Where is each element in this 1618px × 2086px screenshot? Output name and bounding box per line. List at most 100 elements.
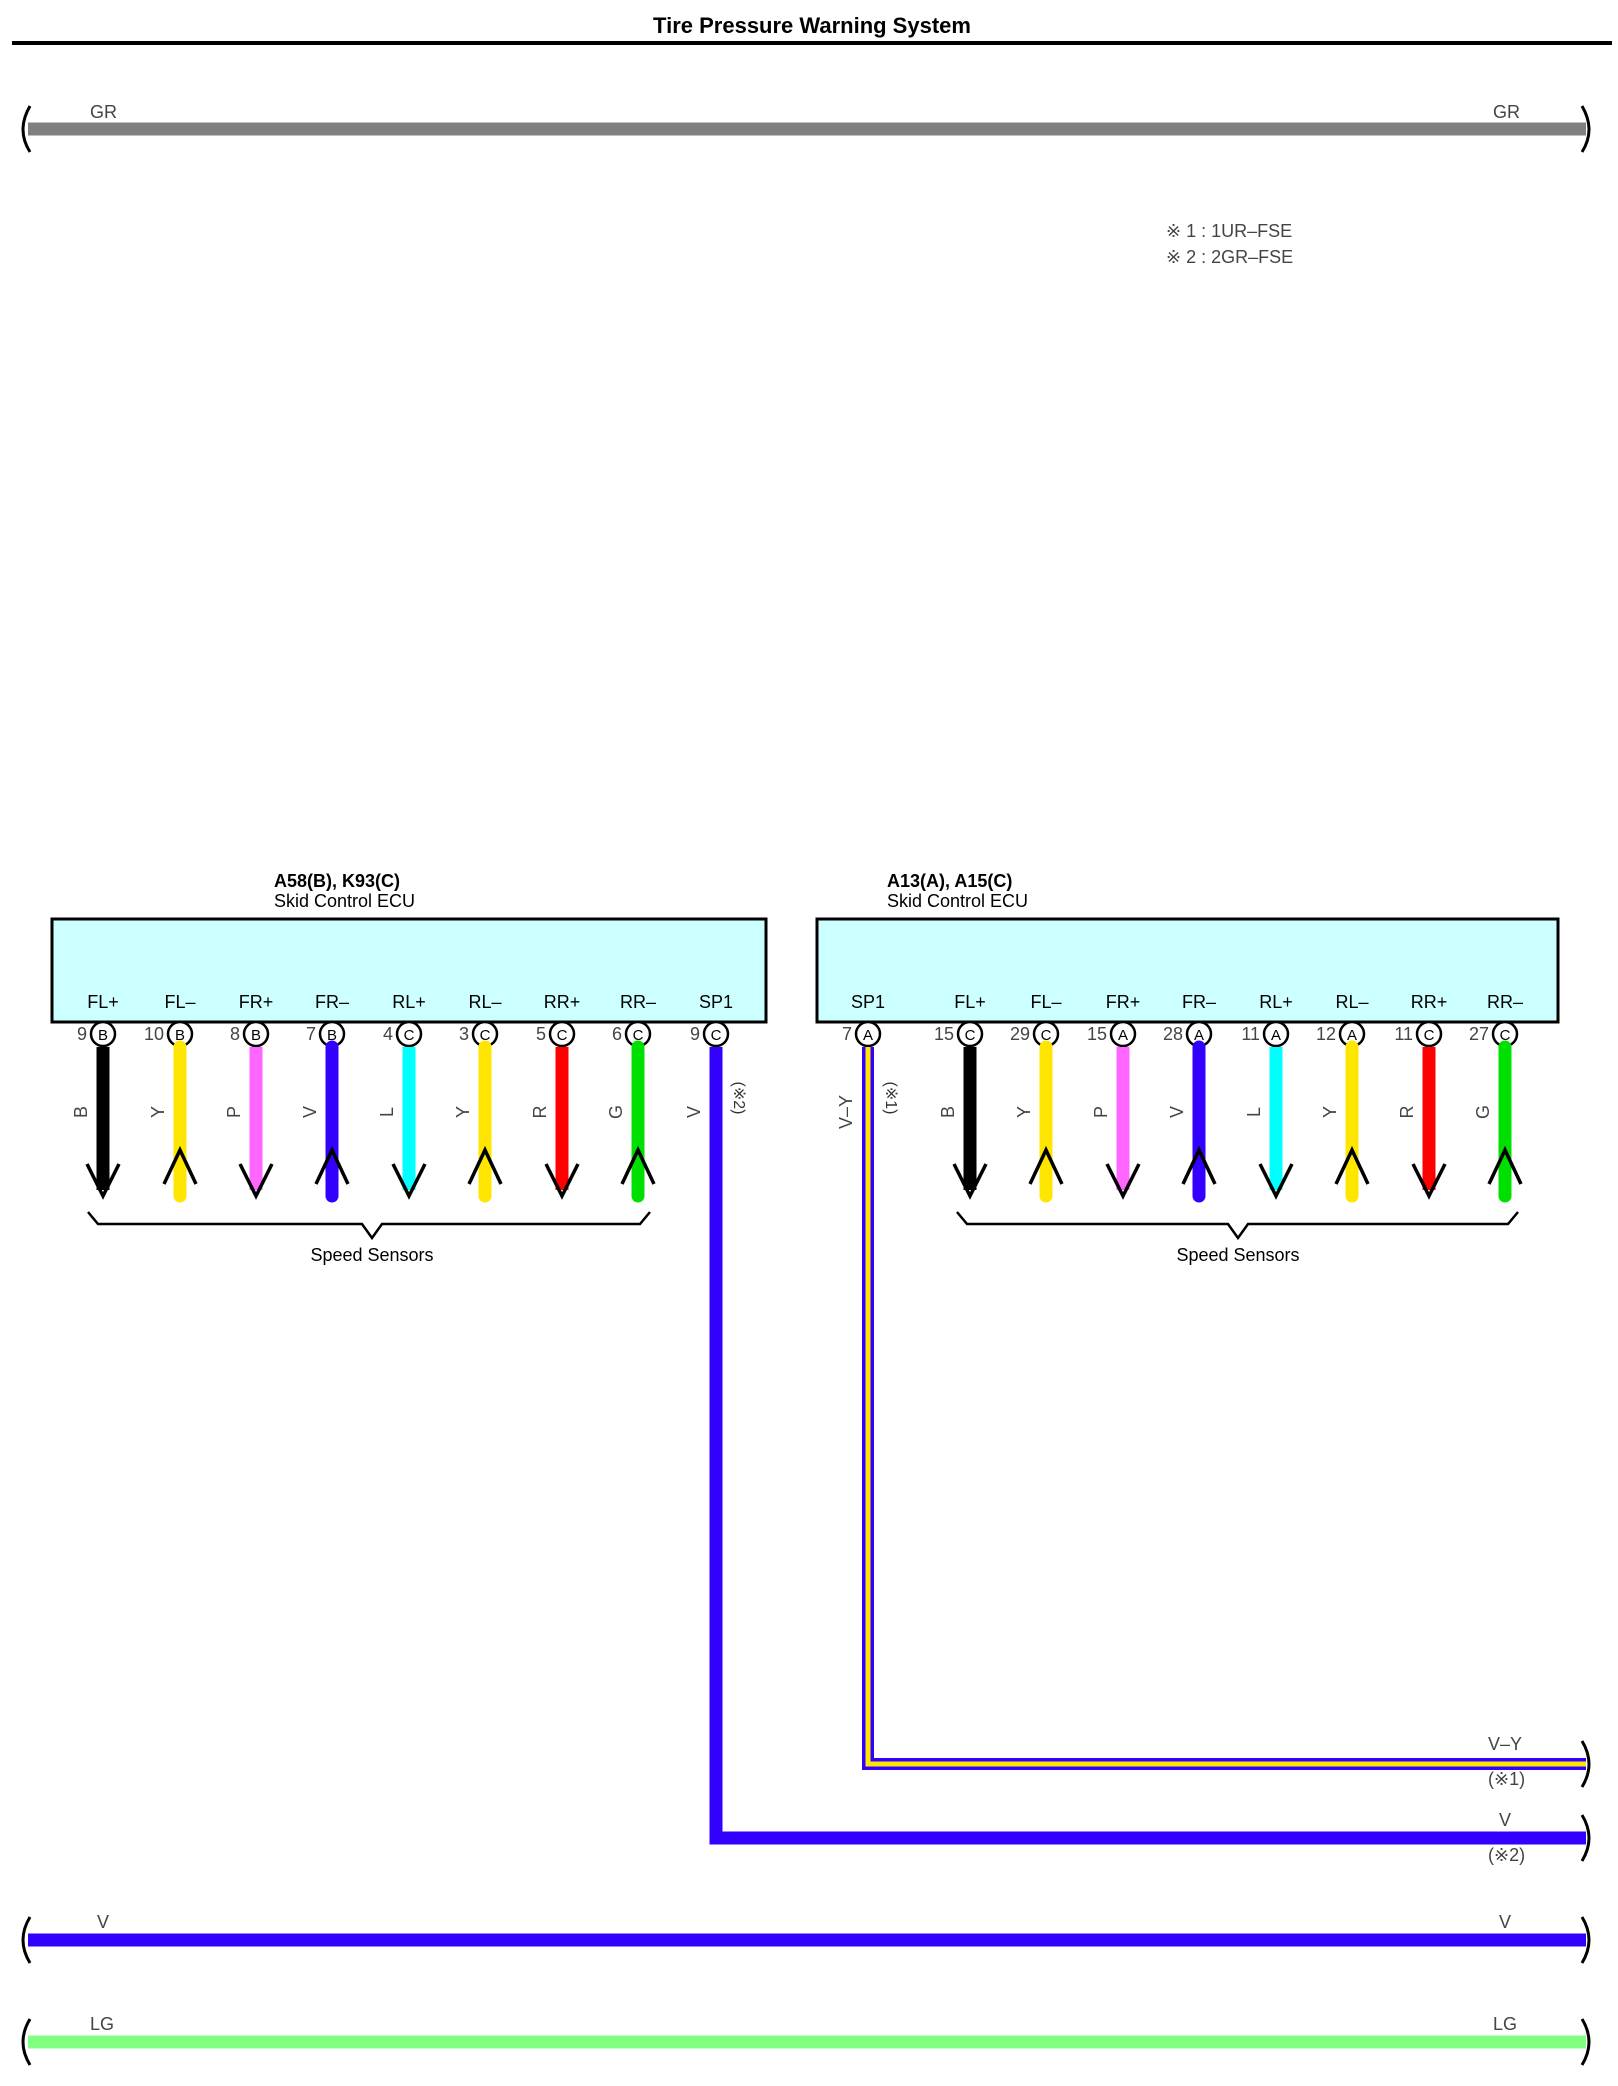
pin-number: 11 bbox=[1394, 1024, 1413, 1044]
wire-color-label: Y bbox=[148, 1106, 168, 1118]
output-end-bracket bbox=[1580, 1814, 1591, 1862]
connector-id: C bbox=[1424, 1027, 1435, 1044]
wire-color-label: P bbox=[224, 1106, 244, 1118]
pin-number: 15 bbox=[934, 1024, 954, 1044]
output-v: V (※2) bbox=[1488, 1810, 1591, 1865]
arrow-up-icon bbox=[314, 1145, 350, 1185]
pin-number: 4 bbox=[383, 1024, 393, 1044]
arrow-down-icon bbox=[238, 1163, 274, 1200]
wire-color-label: G bbox=[1473, 1105, 1493, 1119]
bus-end-bracket bbox=[21, 2018, 32, 2066]
sensor-group-brace bbox=[956, 1211, 1519, 1241]
pin-number: 11 bbox=[1241, 1024, 1260, 1044]
terminal-label: FR– bbox=[315, 992, 349, 1012]
sp1-left-run bbox=[709, 1047, 1586, 1845]
arrow-down-icon bbox=[952, 1163, 988, 1200]
wire-color-label: L bbox=[1244, 1107, 1264, 1117]
pin-number: 7 bbox=[842, 1024, 852, 1044]
connector-id: B bbox=[327, 1027, 337, 1044]
pin-number: 29 bbox=[1010, 1024, 1030, 1044]
connector-id: C bbox=[1500, 1027, 1511, 1044]
bus-gr-left-label: GR bbox=[90, 102, 117, 122]
arrow-up-icon bbox=[620, 1145, 656, 1185]
terminal-label: RL+ bbox=[392, 992, 426, 1012]
sp1-right-wire-stripe bbox=[865, 1047, 1586, 1767]
pin-number: 7 bbox=[306, 1024, 316, 1044]
bus-end-bracket bbox=[1580, 2018, 1591, 2066]
sp1-right-run bbox=[862, 1047, 1586, 1770]
terminal-label: SP1 bbox=[851, 992, 885, 1012]
connector-circle bbox=[702, 1020, 730, 1048]
connector-id: A bbox=[863, 1027, 873, 1044]
pin-number: 9 bbox=[77, 1024, 87, 1044]
connector-circle bbox=[395, 1020, 423, 1048]
output-vy-label: V–Y bbox=[1488, 1734, 1522, 1754]
arrow-up-icon bbox=[467, 1145, 503, 1185]
ecu-left-name: Skid Control ECU bbox=[274, 891, 415, 911]
output-end-bracket bbox=[1580, 1740, 1591, 1788]
bus-gr: GR GR bbox=[21, 102, 1591, 153]
connector-circle bbox=[956, 1020, 984, 1048]
connector-id: B bbox=[251, 1027, 261, 1044]
connector-circle bbox=[1415, 1020, 1443, 1048]
wire-color-label: V bbox=[300, 1106, 320, 1118]
connector-circle bbox=[242, 1020, 270, 1048]
bus-lg: LG LG bbox=[21, 2014, 1591, 2066]
pin-number: 5 bbox=[536, 1024, 546, 1044]
connector-id: C bbox=[557, 1027, 568, 1044]
page-title: Tire Pressure Warning System bbox=[653, 13, 971, 38]
wire-color-label: R bbox=[530, 1106, 550, 1119]
output-v-label: V bbox=[1499, 1810, 1511, 1830]
sensor-group-brace bbox=[87, 1211, 651, 1241]
bus-end-bracket bbox=[21, 105, 32, 153]
connector-circle bbox=[1262, 1020, 1290, 1048]
bus-v-right-label: V bbox=[1499, 1912, 1511, 1932]
terminal-label: RL+ bbox=[1259, 992, 1293, 1012]
output-vy-note: (※1) bbox=[1488, 1769, 1525, 1789]
terminal-label: FR+ bbox=[239, 992, 274, 1012]
connector-id: C bbox=[1041, 1027, 1052, 1044]
wire-color-label: Y bbox=[1014, 1106, 1034, 1118]
ecu-right-box bbox=[815, 917, 1560, 1024]
wire-color-label: L bbox=[377, 1107, 397, 1117]
arrow-down-icon bbox=[1258, 1163, 1294, 1200]
connector-id: A bbox=[1194, 1027, 1204, 1044]
bus-gr-right-label: GR bbox=[1493, 102, 1520, 122]
arrow-up-icon bbox=[1181, 1145, 1217, 1185]
terminal-label: FL+ bbox=[954, 992, 986, 1012]
connector-id: B bbox=[175, 1027, 185, 1044]
connector-id: A bbox=[1271, 1027, 1281, 1044]
connector-circle bbox=[89, 1020, 117, 1048]
connector-id: C bbox=[480, 1027, 491, 1044]
note-1: ※ 1 : 1UR–FSE bbox=[1166, 221, 1292, 241]
connector-id: B bbox=[98, 1027, 108, 1044]
terminal-label: FR– bbox=[1182, 992, 1216, 1012]
terminal-label: RR+ bbox=[544, 992, 581, 1012]
connector-circle bbox=[548, 1020, 576, 1048]
pin-number: 3 bbox=[459, 1024, 469, 1044]
wire-color-label: Y bbox=[1320, 1106, 1340, 1118]
bus-v-left-label: V bbox=[97, 1912, 109, 1932]
sensor-group-label: Speed Sensors bbox=[310, 1245, 433, 1265]
wire-color-label: G bbox=[606, 1105, 626, 1119]
bus-lg-left-label: LG bbox=[90, 2014, 114, 2034]
wire-note: (※1) bbox=[882, 1082, 899, 1115]
terminal-label: RL– bbox=[468, 992, 501, 1012]
wire-note: (※2) bbox=[730, 1082, 747, 1115]
pin-5: RL+ 11 A L bbox=[1241, 992, 1294, 1200]
wire-color-label: R bbox=[1397, 1106, 1417, 1119]
terminal-label: RL– bbox=[1335, 992, 1368, 1012]
